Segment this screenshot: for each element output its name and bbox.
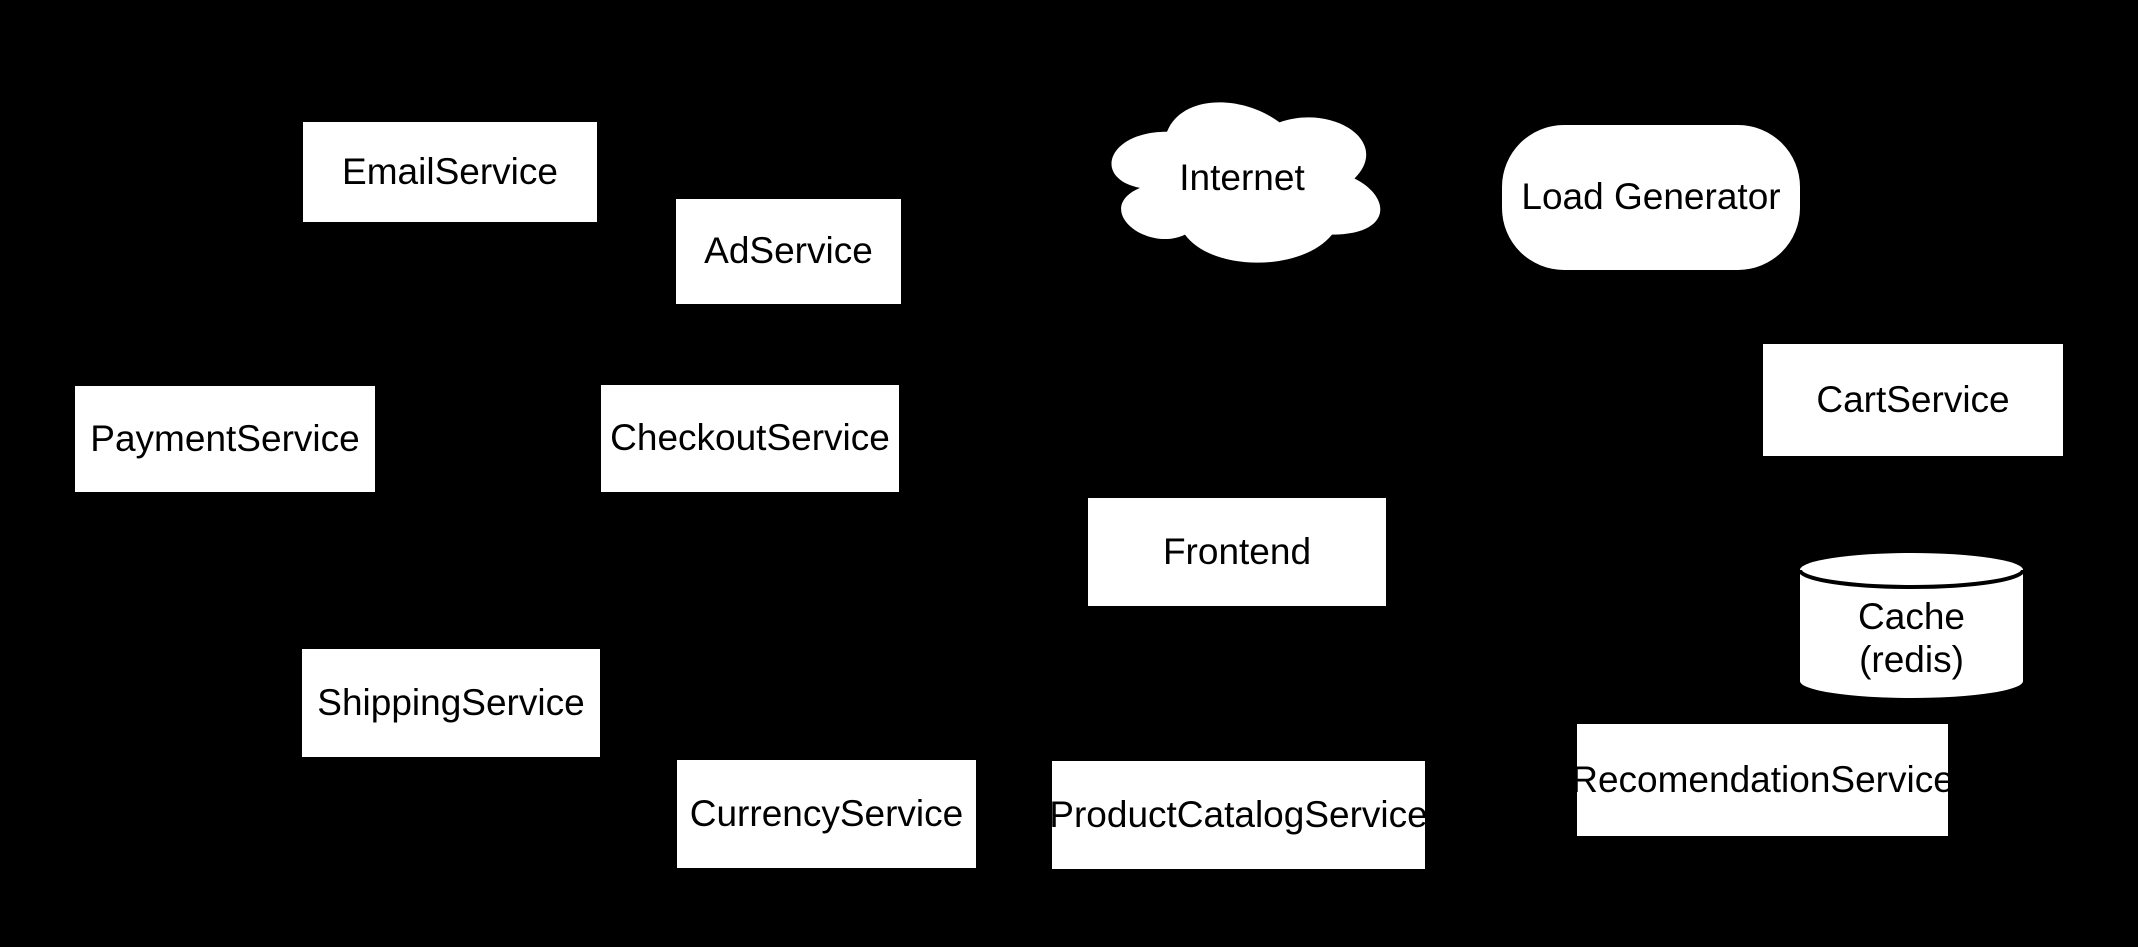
payment-service-label: PaymentService: [90, 417, 360, 459]
node-cart-service: CartService: [1763, 344, 2063, 456]
product-catalog-service-label: ProductCatalogService: [1049, 793, 1428, 835]
node-checkout-service: CheckoutService: [601, 385, 899, 492]
ad-service-label: AdService: [704, 230, 873, 272]
cache-sublabel: (redis): [1859, 638, 1964, 680]
node-cache-redis: Cache (redis): [1800, 553, 2023, 698]
node-frontend: Frontend: [1088, 498, 1386, 606]
frontend-label: Frontend: [1162, 530, 1312, 572]
node-recomendation-service: RecomendationService: [1571, 724, 1954, 836]
recomendation-service-label: RecomendationService: [1571, 758, 1954, 800]
shipping-service-label: ShippingService: [317, 681, 585, 723]
node-currency-service: CurrencyService: [677, 760, 976, 868]
internet-label: Internet: [1179, 157, 1305, 199]
currency-service-label: CurrencyService: [689, 792, 964, 834]
node-product-catalog-service: ProductCatalogService: [1049, 761, 1428, 869]
checkout-service-label: CheckoutService: [610, 417, 890, 459]
cloud-icon: [1111, 102, 1381, 263]
node-shipping-service: ShippingService: [302, 649, 600, 757]
load-generator-label: Load Generator: [1521, 176, 1781, 218]
node-ad-service: AdService: [676, 199, 901, 304]
node-payment-service: PaymentService: [75, 386, 375, 492]
node-internet: Internet: [1092, 85, 1392, 272]
database-cylinder-icon: [1800, 553, 2023, 698]
cache-label: Cache: [1858, 595, 1965, 637]
cache-label-stack: Cache (redis): [1858, 596, 1965, 681]
node-load-generator: Load Generator: [1502, 125, 1800, 270]
email-service-label: EmailService: [342, 150, 558, 192]
node-email-service: EmailService: [303, 122, 597, 222]
cart-service-label: CartService: [1816, 378, 2010, 420]
